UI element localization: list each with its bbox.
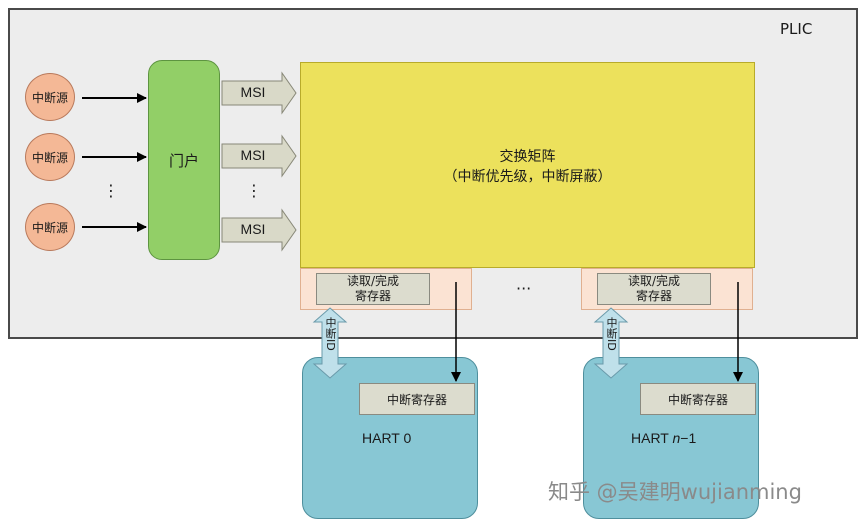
interrupt-id-double-arrow <box>593 307 629 379</box>
interrupt-register: 中断寄存器 <box>359 383 475 415</box>
hart-name: HART <box>631 430 673 446</box>
switch-matrix <box>300 62 755 268</box>
interrupt-id-label: 中断ID <box>324 317 337 351</box>
msi-label: MSI <box>240 147 266 163</box>
claim-complete-register: 读取/完成 寄存器 <box>316 273 430 305</box>
msi-block-arrow <box>221 71 297 115</box>
msi-label: MSI <box>240 84 266 100</box>
claim-ellipsis: ··· <box>516 279 532 298</box>
hart-label: HART n−1 <box>631 430 696 446</box>
interrupt-source: 中断源 <box>25 203 75 251</box>
interrupt-source: 中断源 <box>25 73 75 121</box>
claim-complete-line1: 读取/完成 <box>346 274 400 288</box>
gateway-block: 门户 <box>148 60 220 260</box>
interrupt-register: 中断寄存器 <box>640 383 756 415</box>
interrupt-id-label: 中断ID <box>605 317 618 351</box>
interrupt-id-double-arrow <box>312 307 348 379</box>
gateway-label: 门户 <box>168 151 199 170</box>
msi-ellipsis: ⋮ <box>246 181 262 200</box>
msi-block-arrow <box>221 208 297 252</box>
hart-name-suffix: −1 <box>680 430 697 446</box>
claim-complete-register: 读取/完成 寄存器 <box>597 273 711 305</box>
matrix-subtitle: （中断优先级，中断屏蔽） <box>443 169 612 185</box>
msi-block-arrow <box>221 134 297 178</box>
claim-complete-line2: 寄存器 <box>354 289 391 303</box>
msi-label: MSI <box>240 221 266 237</box>
claim-complete-line1: 读取/完成 <box>627 274 681 288</box>
interrupt-source: 中断源 <box>25 133 75 181</box>
watermark: 知乎 @吴建明wujianming <box>548 480 802 504</box>
matrix-title: 交换矩阵 <box>499 149 556 165</box>
hart-label: HART 0 <box>362 430 411 446</box>
plic-label: PLIC <box>780 20 813 38</box>
hart-name-italic: n <box>672 430 681 446</box>
claim-complete-line2: 寄存器 <box>635 289 672 303</box>
source-ellipsis: ⋮ <box>103 181 119 200</box>
hart-name: HART 0 <box>362 430 412 446</box>
